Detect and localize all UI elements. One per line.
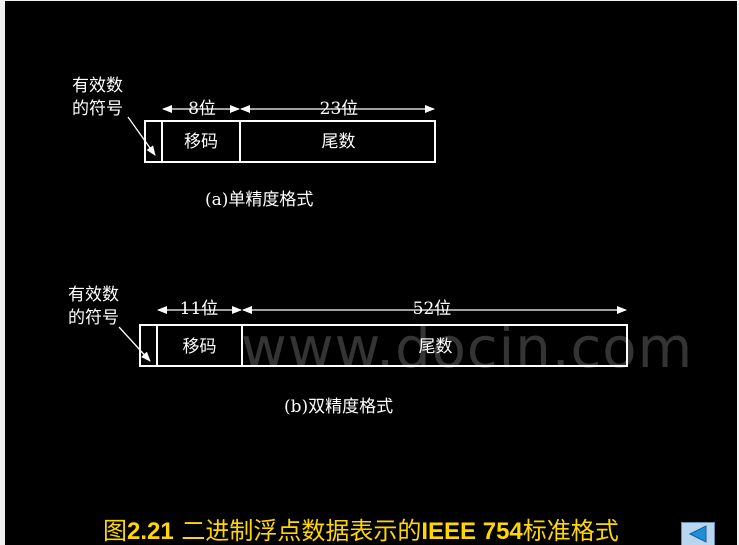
figure-caption: 图2.21 二进制浮点数据表示的IEEE 754标准格式 [103, 514, 619, 545]
sign-label-b-line1: 有效数 [68, 285, 119, 305]
sign-pointer-b [118, 326, 151, 362]
dimension-arrows [118, 105, 627, 362]
watermark: www.docin.com [241, 316, 694, 381]
sign-label-a-line2: 的符号 [72, 99, 123, 119]
figure-caption-text: 二进制浮点数据表示的 [173, 517, 422, 545]
sign-label-a-line1: 有效数 [72, 76, 123, 96]
exponent-field-b: 移码 [182, 337, 217, 357]
sign-bit-divider-a [161, 120, 163, 163]
previous-slide-button[interactable] [681, 522, 715, 545]
sign-bit-divider-b [156, 324, 158, 367]
mantissa-field-a: 尾数 [321, 132, 356, 152]
exponent-field-a: 移码 [184, 132, 218, 152]
figure-caption-suffix: 标准格式 [522, 517, 619, 545]
double-precision-caption: (b)双精度格式 [284, 397, 394, 417]
sign-label-b-line2: 的符号 [68, 308, 119, 328]
figure-caption-prefix: 图 [103, 517, 127, 545]
sign-pointer-a [127, 116, 156, 156]
slide-canvas: www.docin.com 有效数 的符号 移码 尾数 8位 23位 (a)单精… [5, 1, 737, 545]
figure-caption-standard: IEEE 754 [421, 518, 523, 545]
exponent-divider-b [241, 324, 243, 367]
figure-caption-number: 2.21 [127, 518, 174, 545]
triangle-left-icon [688, 525, 707, 543]
single-precision-caption: (a)单精度格式 [205, 190, 314, 210]
mantissa-field-b: 尾数 [418, 337, 453, 357]
double-precision-format-box [139, 324, 628, 367]
exponent-divider-a [239, 120, 241, 163]
